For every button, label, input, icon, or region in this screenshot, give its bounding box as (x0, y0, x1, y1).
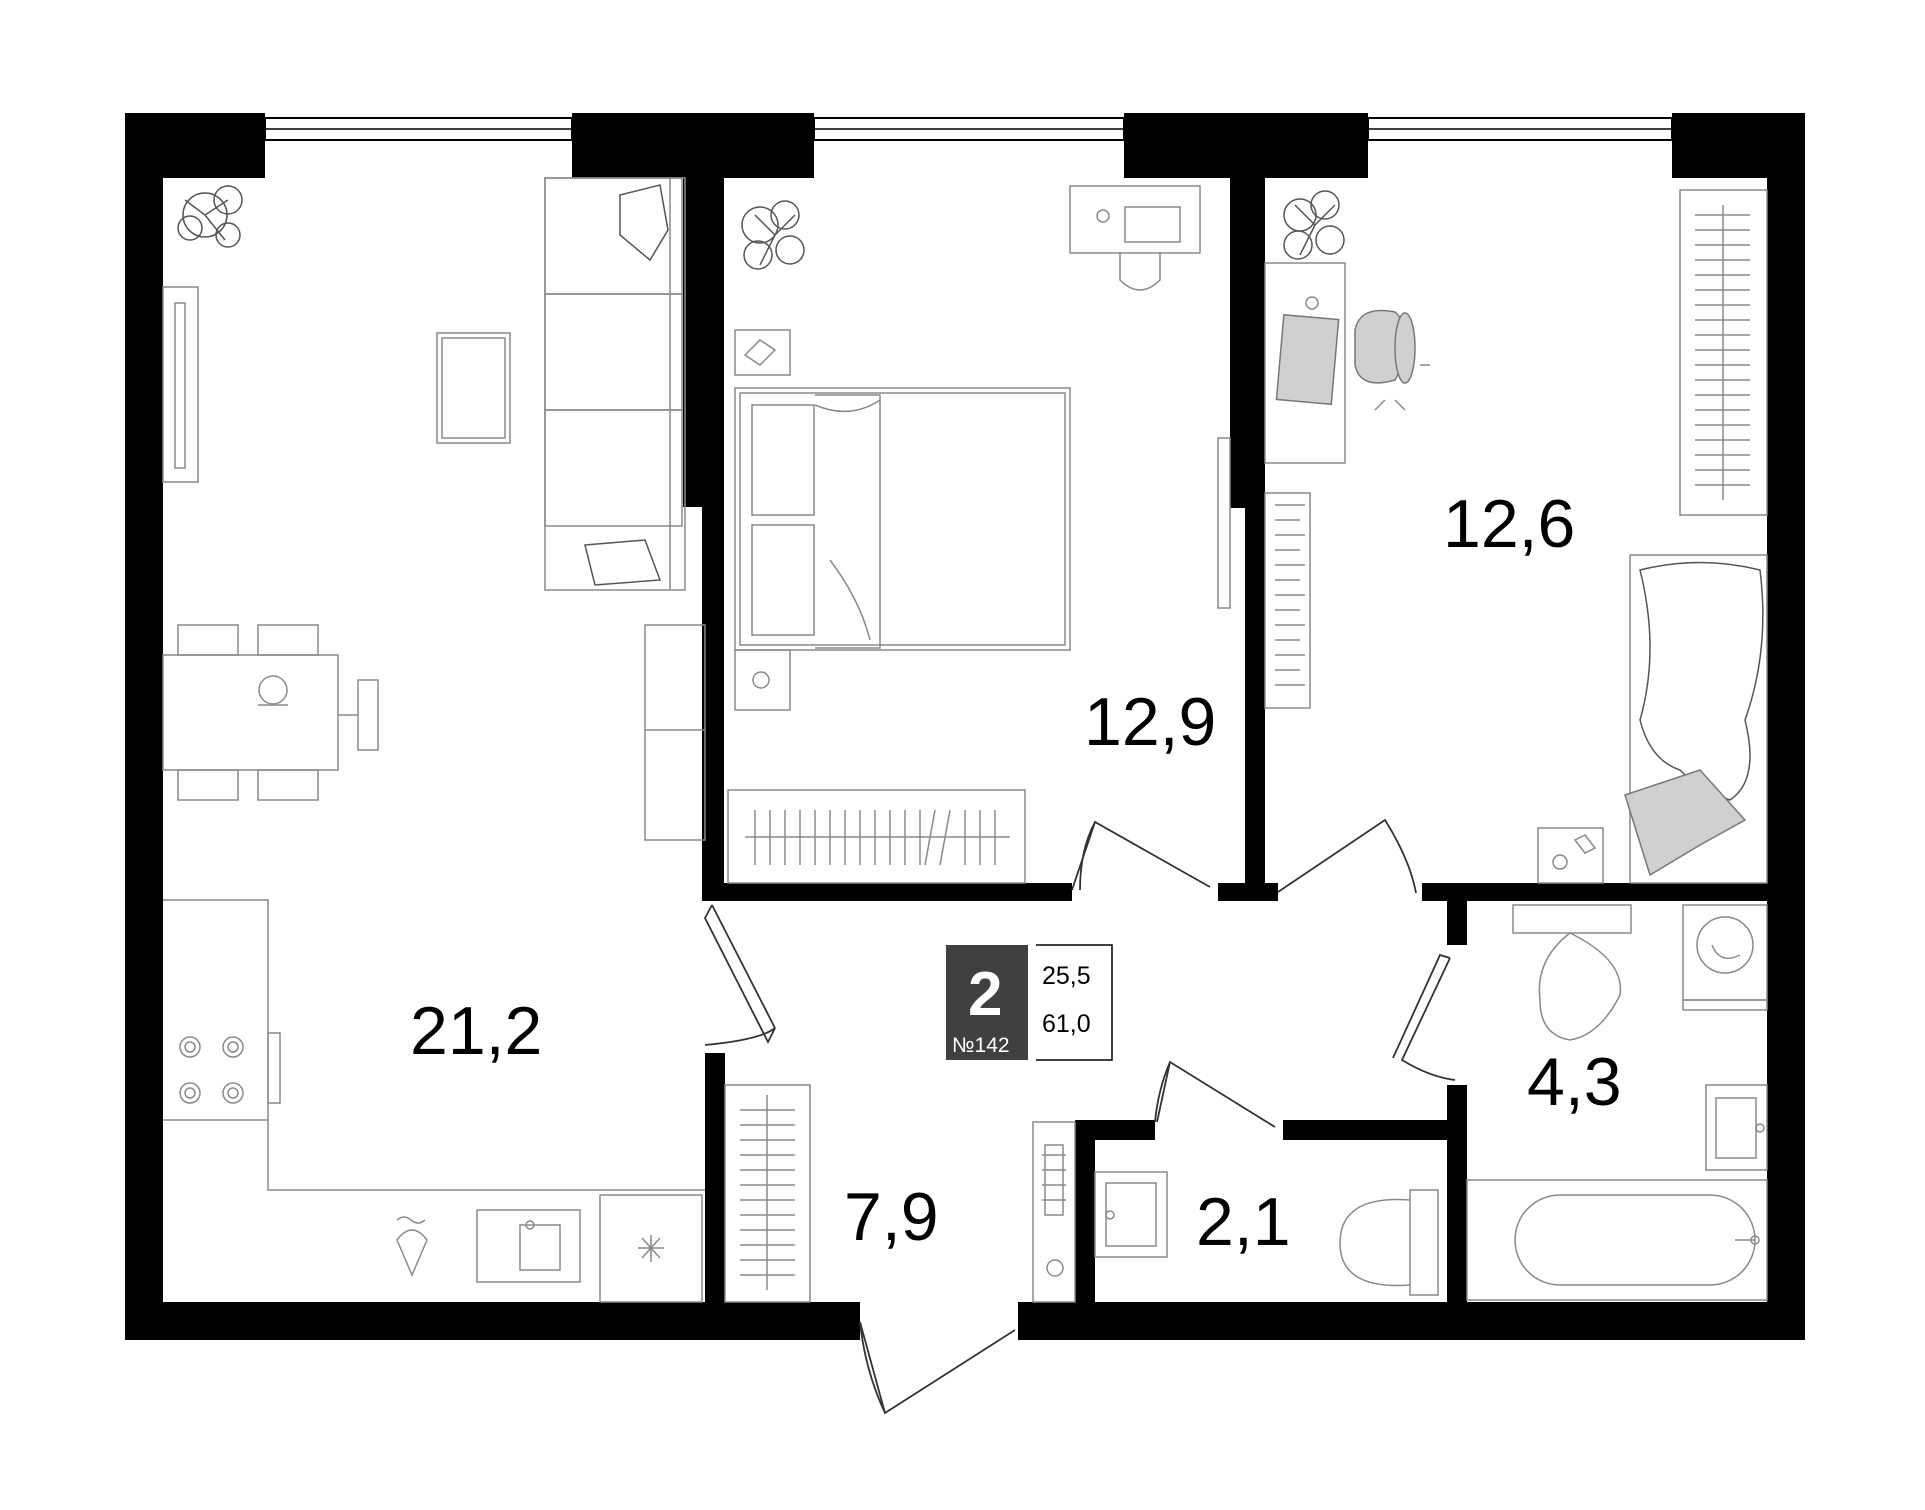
room-area-bathroom: 4,3 (1527, 1044, 1622, 1120)
living-furniture (162, 177, 706, 1303)
badge-background (946, 945, 1028, 1060)
area-labels: 21,2 12,9 12,6 7,9 4,3 2,1 (410, 486, 1622, 1260)
bedroom-furniture (727, 185, 1231, 884)
toilet-furniture (1094, 1171, 1439, 1296)
plant-icon (177, 185, 243, 248)
room-area-toilet: 2,1 (1196, 1184, 1291, 1260)
room-area-hallway: 7,9 (844, 1179, 939, 1255)
hallway-furniture (724, 1084, 1076, 1303)
chair-icon (1354, 309, 1430, 411)
room-area-bedroom-2: 12,6 (1443, 486, 1575, 562)
bathroom-furniture (1466, 904, 1768, 1301)
doors (703, 818, 1456, 1415)
living-area: 25,5 (1042, 962, 1091, 990)
plant-icon (1283, 190, 1345, 260)
plant-icon (741, 200, 805, 270)
total-area: 61,0 (1042, 1010, 1091, 1038)
windows (264, 117, 1673, 141)
stove-icon (179, 1036, 244, 1104)
apartment-number: №142 (952, 1034, 1010, 1057)
walls (125, 113, 1805, 1340)
rooms-count: 2 (968, 960, 1002, 1029)
apartment-badge: 2 №142 25,5 61,0 (946, 944, 1113, 1061)
bedroom2-furniture (1264, 189, 1768, 884)
room-area-bedroom: 12,9 (1084, 684, 1216, 760)
room-area-living: 21,2 (410, 993, 542, 1069)
